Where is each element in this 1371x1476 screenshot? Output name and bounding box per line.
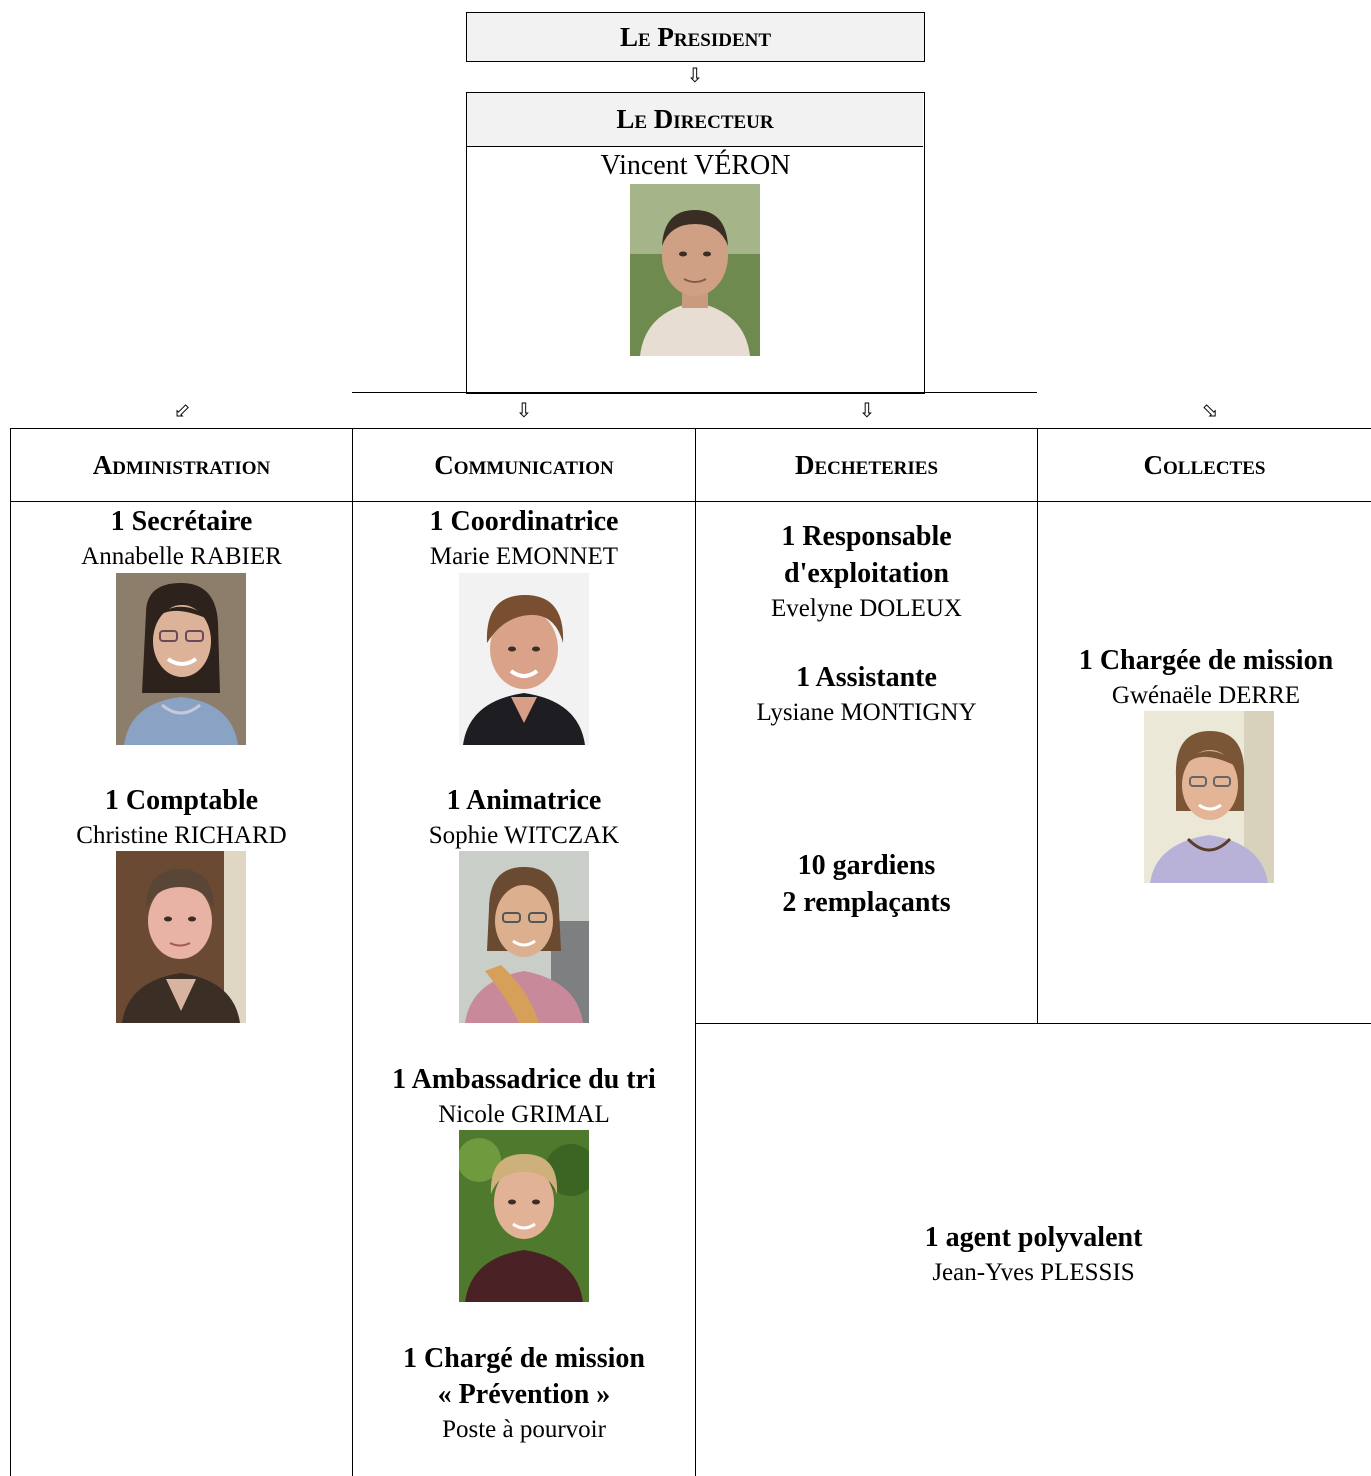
column-header-label: Collectes [1143,450,1266,480]
column-header-label: Administration [92,450,271,480]
table-top-border [10,428,1371,429]
staff-role: 1 Assistante [796,662,937,693]
staff-name: Christine RICHARD [76,822,287,849]
staff-photo [459,851,589,1023]
down-arrow-icon: ⇩ [858,398,876,422]
down-left-arrow-icon: ⬃ [173,398,191,422]
down-arrow-icon: ⇩ [686,63,704,87]
staff-role: 1 Chargé de mission [403,1343,645,1374]
staff-name: Poste à pourvoir [442,1416,606,1443]
staff-name: Lysiane MONTIGNY [756,699,977,726]
staff-role: 1 Coordinatrice [429,506,619,537]
down-right-arrow-icon: ⬂ [1201,398,1219,422]
director-name: Vincent VÉRON [600,150,791,181]
column-header-administration: Administration [11,429,352,502]
staff-role: 1 Responsable [781,521,952,552]
column-header-decheteries: Decheteries [696,429,1037,502]
staff-role: d'exploitation [784,558,949,589]
merged-row-border [695,1023,1371,1024]
connector-line [352,392,1037,393]
staff-role: 2 remplaçants [782,887,951,918]
column-divider [352,428,353,1476]
column-divider [1037,428,1038,1024]
table-left-border [10,428,11,1476]
column-header-communication: Communication [353,429,695,502]
column-divider [695,428,696,1476]
staff-role: 1 Secrétaire [110,506,253,537]
staff-role: 1 Ambassadrice du tri [392,1064,656,1095]
header-bottom-border [10,501,1371,502]
director-title-cell: Le Directeur [467,93,923,147]
director-box [466,92,925,394]
staff-role: « Prévention » [437,1379,611,1410]
staff-photo [116,851,246,1023]
staff-role: 1 Comptable [104,785,259,816]
director-photo [630,184,760,356]
staff-name: Evelyne DOLEUX [771,595,962,622]
staff-photo [459,573,589,745]
column-header-label: Decheteries [794,450,939,480]
column-header-label: Communication [434,450,614,480]
staff-photo [1144,711,1274,883]
staff-photo [459,1130,589,1302]
staff-role: 1 Chargée de mission [1078,645,1334,676]
column-header-collectes: Collectes [1038,429,1371,502]
down-arrow-icon: ⇩ [515,398,533,422]
staff-role: 10 gardiens [797,850,936,881]
staff-name: Marie EMONNET [429,543,619,570]
staff-name: Jean-Yves PLESSIS [932,1259,1135,1286]
staff-role: 1 Animatrice [446,785,602,816]
staff-name: Nicole GRIMAL [438,1101,610,1128]
staff-photo [116,573,246,745]
staff-name: Sophie WITCZAK [428,822,620,849]
staff-name: Annabelle RABIER [81,543,282,570]
president-title: Le President [619,21,772,52]
staff-role: 1 agent polyvalent [924,1222,1143,1253]
staff-name: Gwénaële DERRE [1111,682,1301,709]
president-box: Le President [466,12,925,62]
director-title: Le Directeur [616,104,774,134]
